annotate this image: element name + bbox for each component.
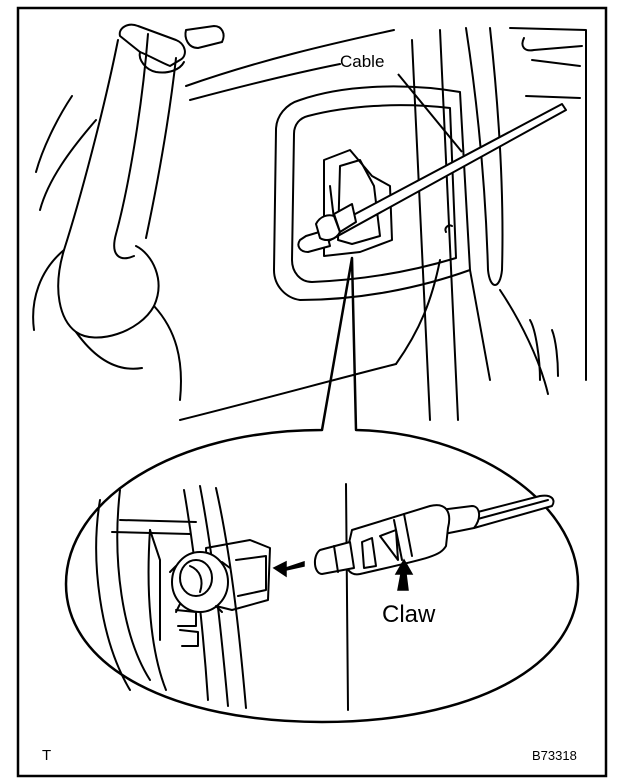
connector-detail	[314, 494, 555, 576]
figure-border	[16, 6, 608, 778]
claw-arrow	[394, 558, 414, 591]
claw-label: Claw	[382, 601, 436, 628]
detail-scene	[95, 483, 349, 711]
cable-top	[297, 103, 567, 253]
figure-code: B73318	[532, 748, 577, 763]
top-scene	[32, 23, 587, 421]
detail-callout	[64, 256, 580, 724]
cable-leader-line	[397, 73, 463, 153]
insert-arrow	[272, 560, 305, 578]
corner-mark: T	[42, 747, 51, 764]
cable-label: Cable	[340, 52, 384, 71]
